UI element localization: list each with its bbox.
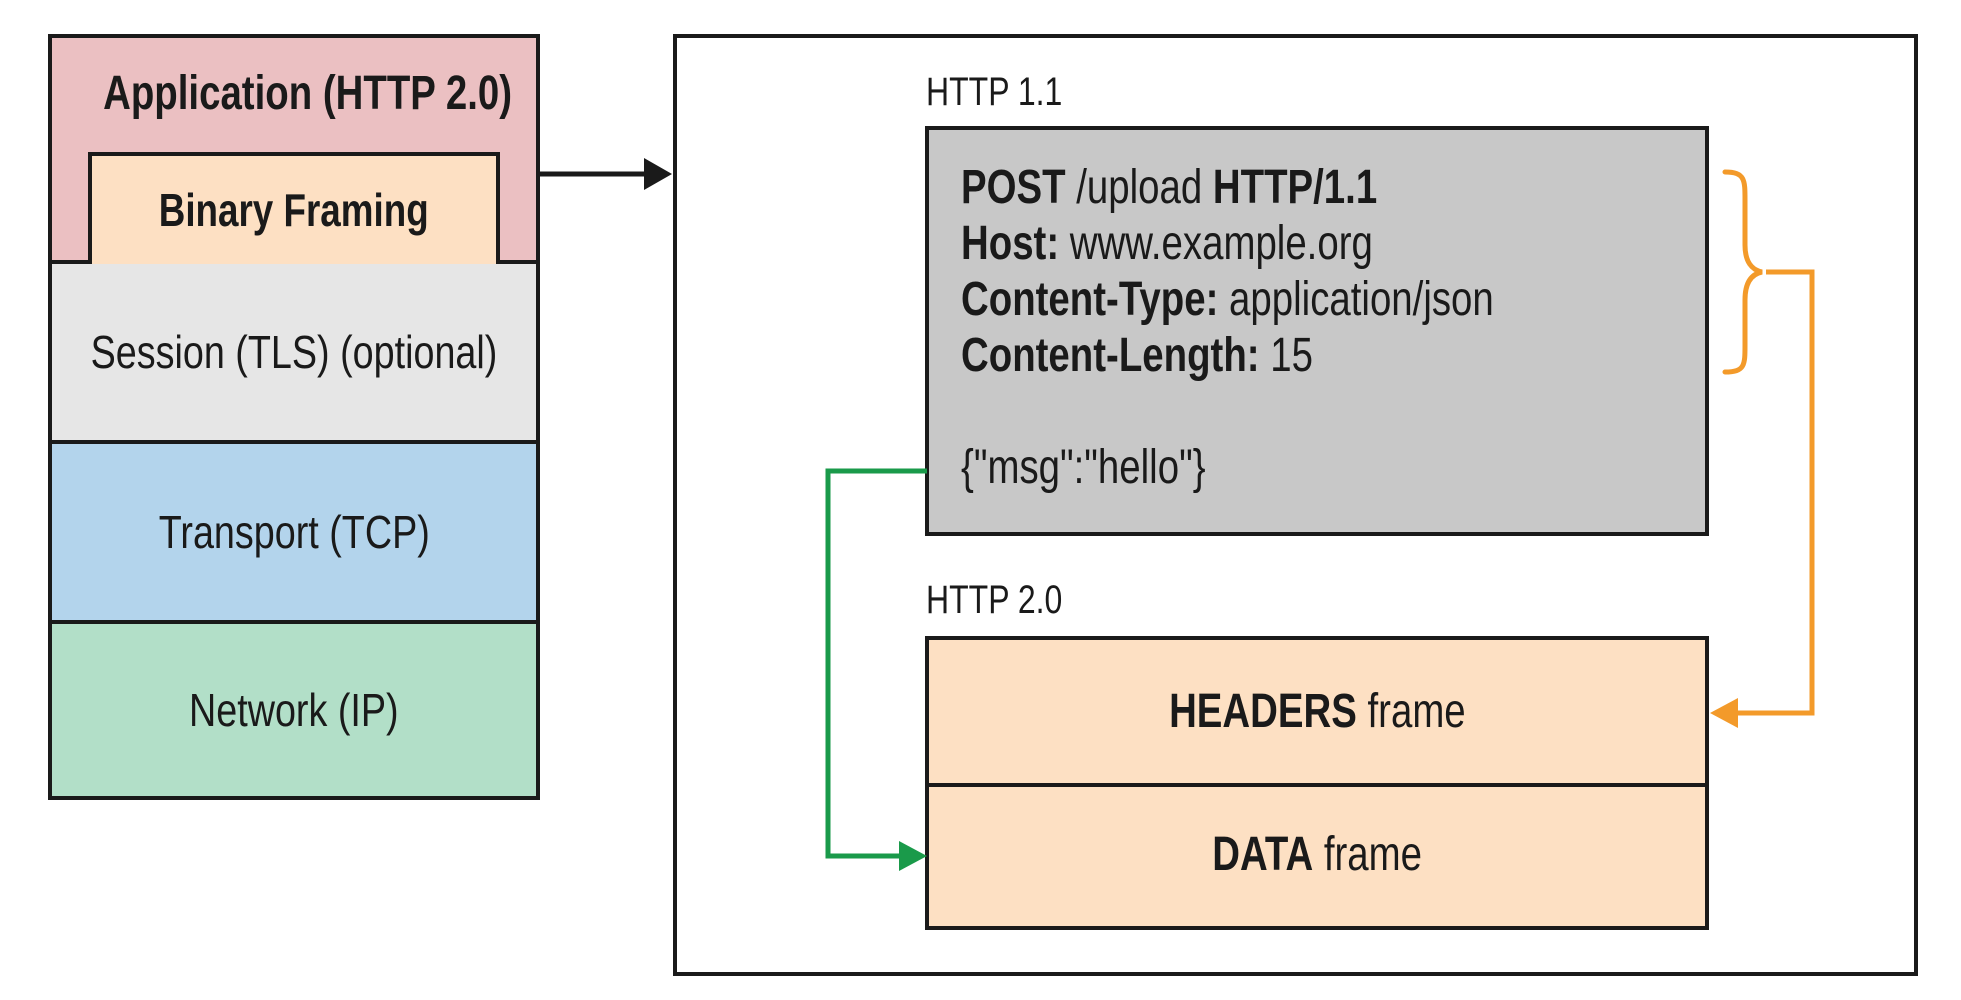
content-type-header: Content-Type: application/json (961, 273, 1494, 326)
network-layer: Network (IP) (52, 624, 536, 796)
request-line: POST /upload HTTP/1.1 (961, 161, 1378, 214)
host-header: Host: www.example.org (961, 217, 1373, 270)
session-layer-label: Session (TLS) (optional) (90, 326, 498, 378)
request-body: {"msg":"hello"} (961, 441, 1206, 494)
content-length-header: Content-Length: 15 (961, 329, 1313, 382)
http11-request: POST /upload HTTP/1.1 Host: www.example.… (925, 126, 1709, 536)
transport-layer-label: Transport (TCP) (158, 506, 430, 558)
http20-label: HTTP 2.0 (926, 578, 1063, 622)
transport-layer: Transport (TCP) (52, 444, 536, 624)
session-layer: Session (TLS) (optional) (52, 264, 536, 444)
application-layer: Application (HTTP 2.0) Binary Framing (52, 38, 536, 264)
data-frame: DATA frame (1212, 828, 1422, 881)
protocol-stack: Application (HTTP 2.0) Binary Framing Se… (48, 34, 540, 800)
http20-frames: HEADERS frame DATA frame (925, 636, 1709, 930)
headers-frame: HEADERS frame (929, 640, 1705, 787)
binary-framing-layer: Binary Framing (88, 152, 500, 264)
network-layer-label: Network (IP) (189, 684, 399, 736)
binary-framing-label: Binary Framing (159, 184, 429, 236)
stack-to-panel-arrow (540, 158, 672, 190)
http11-label: HTTP 1.1 (926, 70, 1063, 114)
application-layer-label: Application (HTTP 2.0) (103, 67, 513, 120)
framing-detail-panel (673, 34, 1918, 976)
